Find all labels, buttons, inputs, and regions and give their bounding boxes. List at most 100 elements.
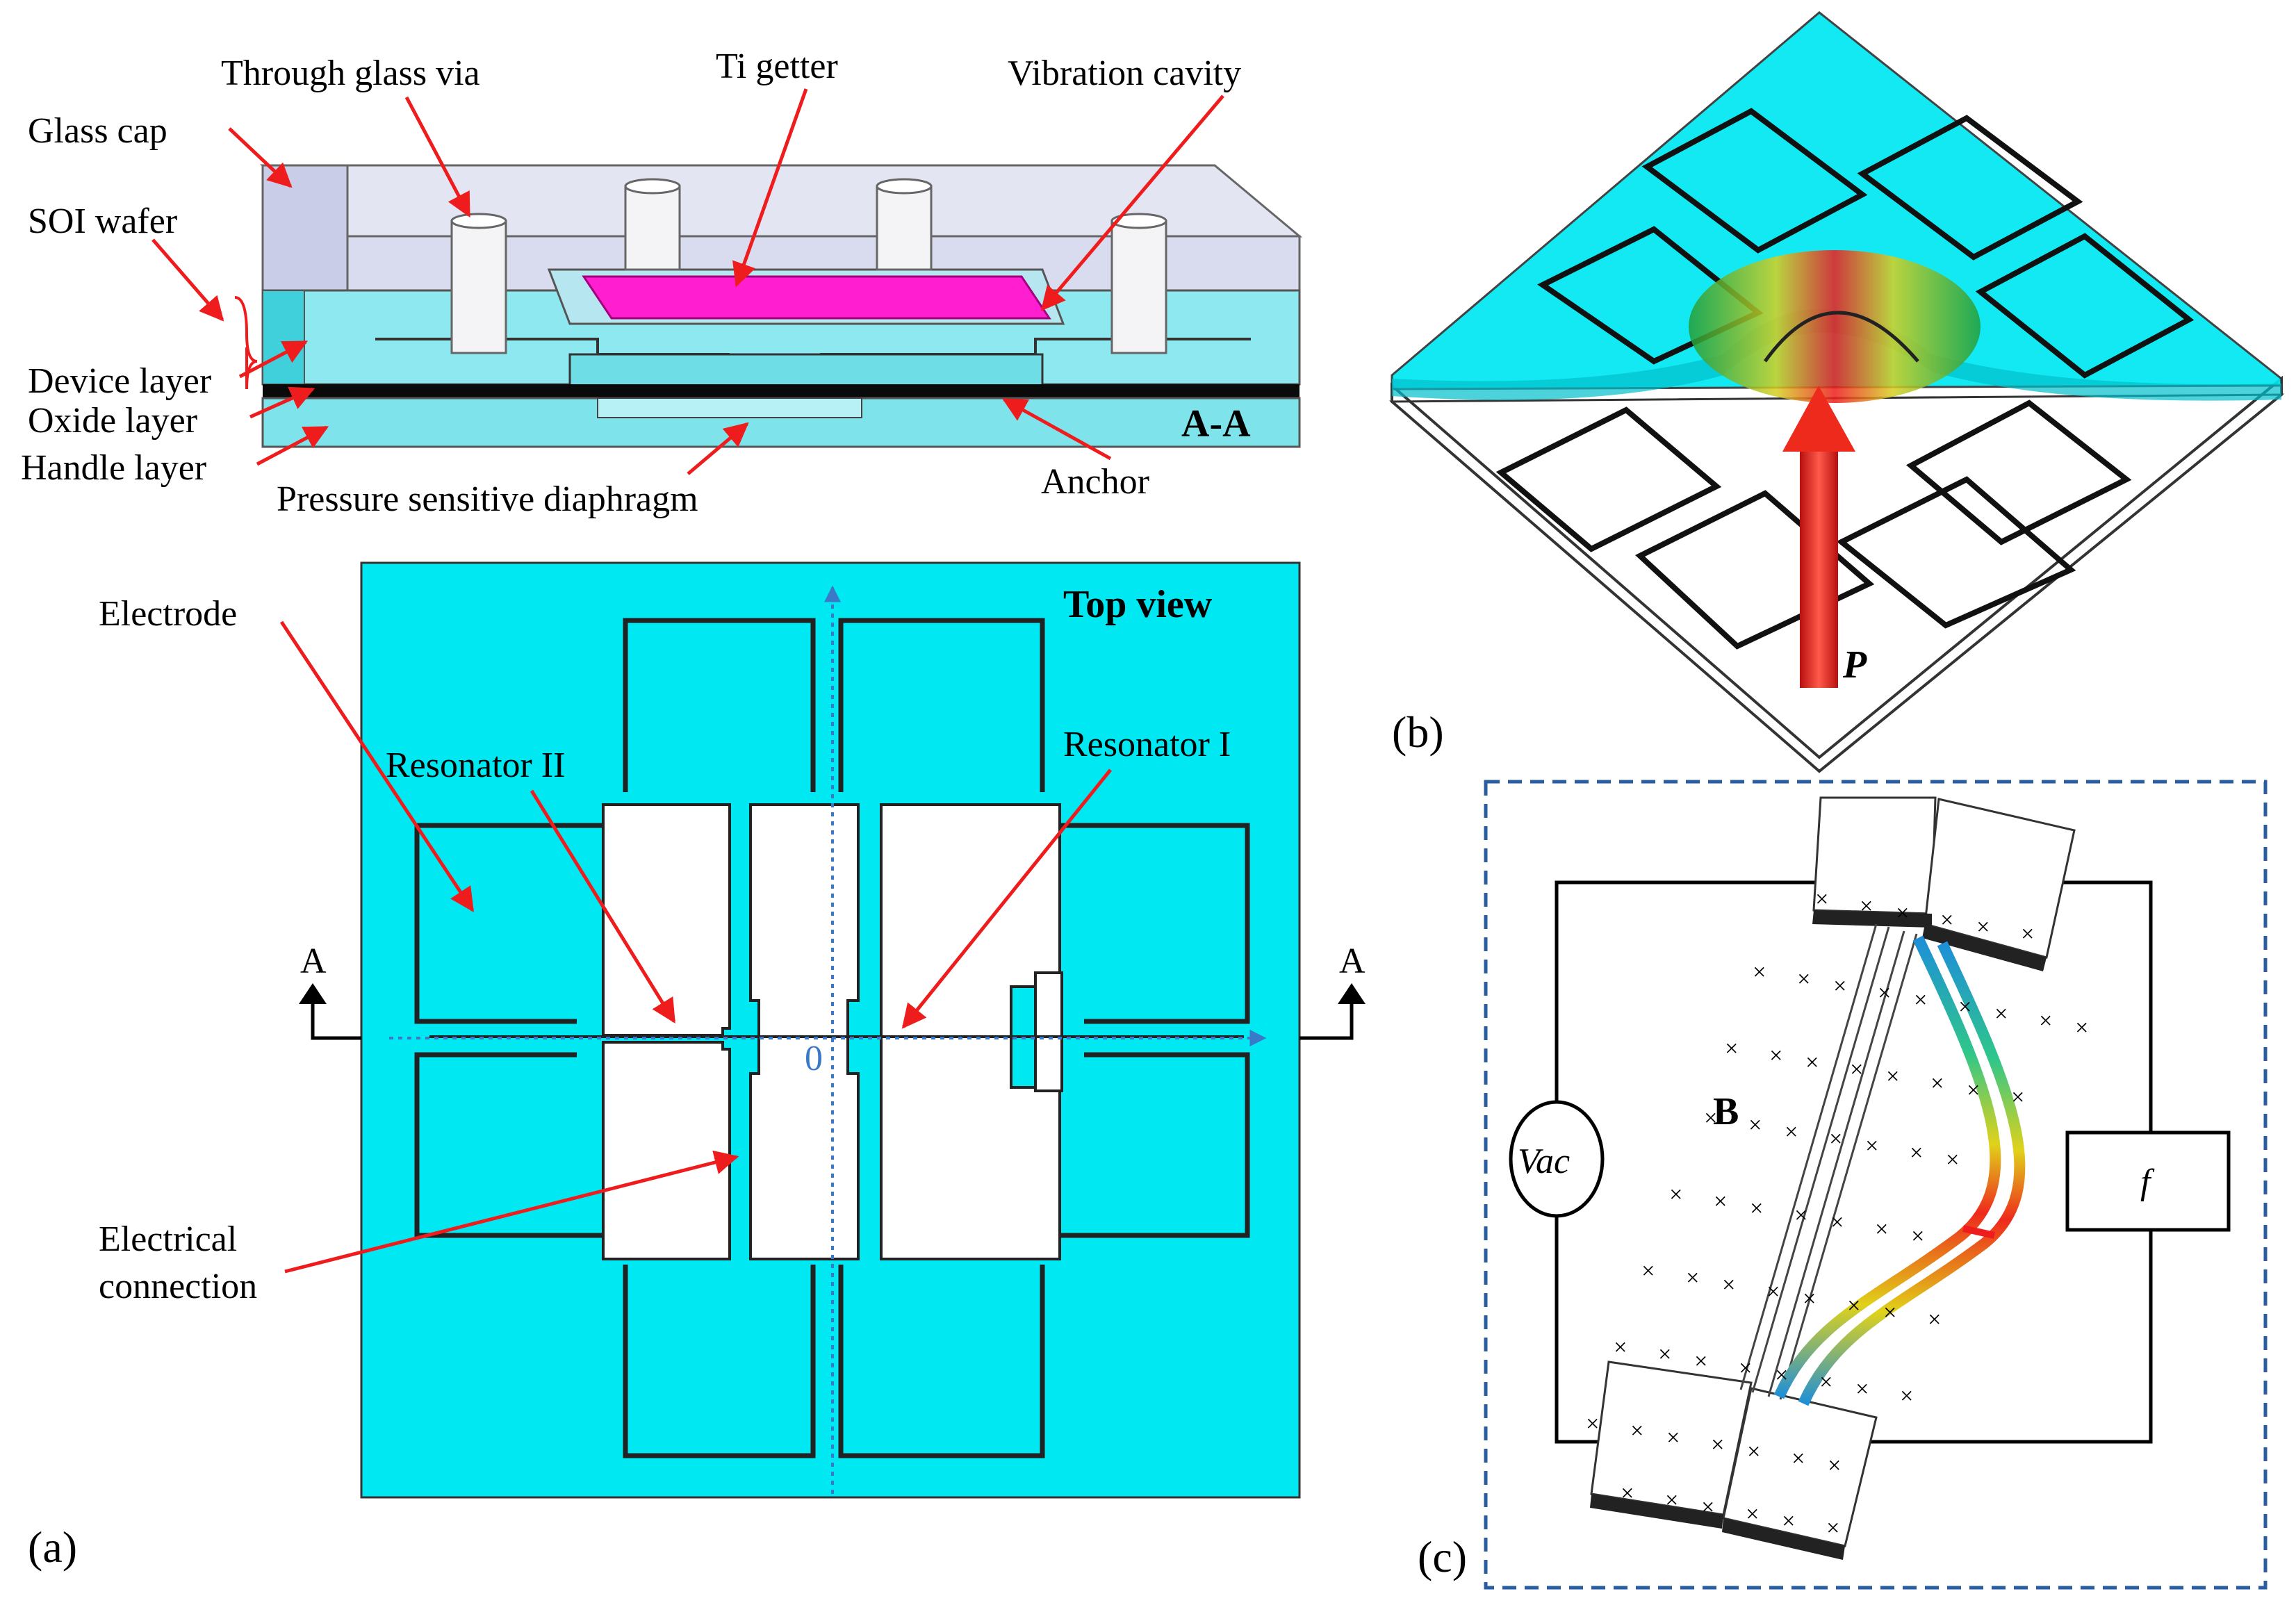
leader-soi — [151, 238, 224, 322]
field-cross-mark: × — [1664, 1488, 1680, 1513]
field-cross-mark: × — [1584, 1411, 1600, 1437]
field-cross-mark: × — [1894, 900, 1910, 926]
membrane-edge — [1392, 309, 2281, 401]
section-marker-left: A — [299, 941, 361, 1040]
panel-label-c: (c) — [1418, 1532, 1467, 1581]
block-left-lower — [602, 1041, 731, 1260]
resonator-blocks — [602, 803, 1063, 1260]
field-cross-mark: × — [1864, 1133, 1880, 1159]
via-4 — [1110, 220, 1167, 354]
pressure-arrow-shaft — [1800, 445, 1838, 688]
deformation-diagram: P (b) — [1389, 11, 2285, 773]
via-2 — [624, 185, 681, 271]
field-cross-mark: × — [1612, 1335, 1628, 1360]
label-handle-layer: Handle layer — [21, 448, 206, 488]
field-cross-mark: × — [1814, 887, 1830, 912]
magnetic-field-crosses: × × × × × × × × × × × × × × × × × × × × × × × × × × × × × × × × × × × × × × × ×… — [1584, 887, 2090, 1541]
field-cross-mark: × — [1939, 907, 1955, 933]
field-cross-mark: × — [1848, 1057, 1864, 1083]
field-cross-mark: × — [1751, 960, 1767, 985]
field-cross-mark: × — [1780, 1508, 1796, 1534]
leader-glass-cap — [228, 127, 293, 188]
label-through-glass-via: Through glass via — [221, 54, 480, 93]
block-center — [749, 803, 860, 1260]
field-cross-mark: × — [1768, 1043, 1784, 1069]
label-soi-wafer: SOI wafer — [28, 202, 177, 241]
leader-diaphragm — [687, 422, 749, 475]
field-cross-mark: × — [2010, 1085, 2026, 1110]
field-cross-mark: × — [1910, 1224, 1926, 1249]
field-cross-mark: × — [1828, 1126, 1844, 1152]
field-cross-mark: × — [1826, 1453, 1842, 1479]
ti-getter — [582, 275, 1051, 320]
label-resonator-ii: Resonator II — [386, 746, 565, 785]
leader-device — [238, 340, 309, 379]
anchor-top-left — [1812, 796, 1937, 915]
field-cross-mark: × — [1773, 1363, 1789, 1388]
field-cross-mark: × — [2037, 1008, 2053, 1034]
panel-label-b: (b) — [1392, 707, 1444, 757]
field-cross-mark: × — [2019, 921, 2035, 947]
top-view-labels: Electrode Resonator II Resonator I Elect… — [28, 594, 1231, 1572]
field-cross-mark: × — [1703, 1105, 1719, 1131]
section-a-left: A — [300, 941, 327, 981]
label-vibration-cavity: Vibration cavity — [1008, 54, 1241, 93]
leader-via — [404, 96, 471, 218]
label-resonator-i: Resonator I — [1063, 725, 1231, 764]
lower-electrodes — [1495, 400, 2132, 650]
cross-section-labels: Through glass via Ti getter Vibration ca… — [21, 47, 1241, 519]
field-cross-mark: × — [1747, 1112, 1763, 1138]
field-cross-mark: × — [1657, 1342, 1673, 1367]
oxide-layer — [263, 384, 1299, 398]
electrode-top-right — [838, 618, 1045, 792]
leader-getter — [732, 88, 808, 288]
field-cross-mark: × — [1854, 1376, 1870, 1402]
field-cross-mark: × — [1793, 1203, 1809, 1228]
drive-schematic: Vac f B ××××××××××××××××××××××××××××××××… — [1418, 780, 2268, 1590]
field-cross-mark: × — [1858, 894, 1874, 919]
field-cross-mark: × — [1709, 1432, 1725, 1458]
field-cross-mark: × — [2074, 1015, 2090, 1041]
electrode-left-upper — [414, 823, 605, 1024]
field-cross-mark: × — [1796, 967, 1812, 992]
field-cross-mark: × — [1693, 1349, 1709, 1374]
field-cross-mark: × — [1846, 1293, 1862, 1319]
field-cross-mark: × — [1818, 1370, 1834, 1395]
field-cross-mark: × — [1748, 1196, 1764, 1222]
field-cross-mark: × — [1929, 1071, 1945, 1096]
cross-section-diagram: A-A — [259, 164, 1303, 448]
field-cross-mark: × — [1790, 1446, 1806, 1472]
field-cross-mark: × — [1926, 1307, 1942, 1333]
vac-label: Vac — [1518, 1142, 1570, 1181]
field-cross-mark: × — [1619, 1481, 1635, 1506]
top-view-title: Top view — [1063, 583, 1213, 626]
section-tag: A-A — [1181, 402, 1251, 445]
origin-label: 0 — [805, 1039, 823, 1078]
field-cross-mark: × — [1882, 1300, 1898, 1326]
field-cross-mark: × — [1665, 1425, 1681, 1451]
panel-c-frame — [1484, 780, 2268, 1590]
beam-deformed-left — [1773, 935, 2001, 1399]
beam-undeformed — [1739, 923, 1918, 1400]
field-cross-mark: × — [1876, 980, 1892, 1006]
field-cross-mark: × — [1744, 1502, 1760, 1527]
field-cross-mark: × — [1765, 1279, 1781, 1305]
field-cross-mark: × — [1993, 1001, 2009, 1027]
label-electrode: Electrode — [99, 594, 237, 634]
field-cross-mark: × — [1912, 987, 1928, 1013]
field-cross-mark: × — [1832, 973, 1848, 999]
label-oxide-layer: Oxide layer — [28, 401, 197, 441]
leader-anchor — [1001, 397, 1112, 461]
label-pressure-sensitive-diaphragm: Pressure sensitive diaphragm — [277, 479, 698, 519]
electrode-left-lower — [414, 1052, 605, 1238]
leader-oxide — [249, 386, 315, 419]
label-electrical-connection-1: Electrical — [99, 1219, 237, 1259]
field-cross-mark: × — [1640, 1258, 1656, 1284]
diaphragm-recess — [597, 397, 862, 418]
field-cross-mark: × — [1629, 1418, 1645, 1444]
label-anchor: Anchor — [1041, 462, 1149, 502]
label-glass-cap: Glass cap — [28, 111, 167, 151]
field-cross-mark: × — [1721, 1272, 1737, 1298]
top-view-diagram: Top view 0 A A — [299, 561, 1366, 1499]
